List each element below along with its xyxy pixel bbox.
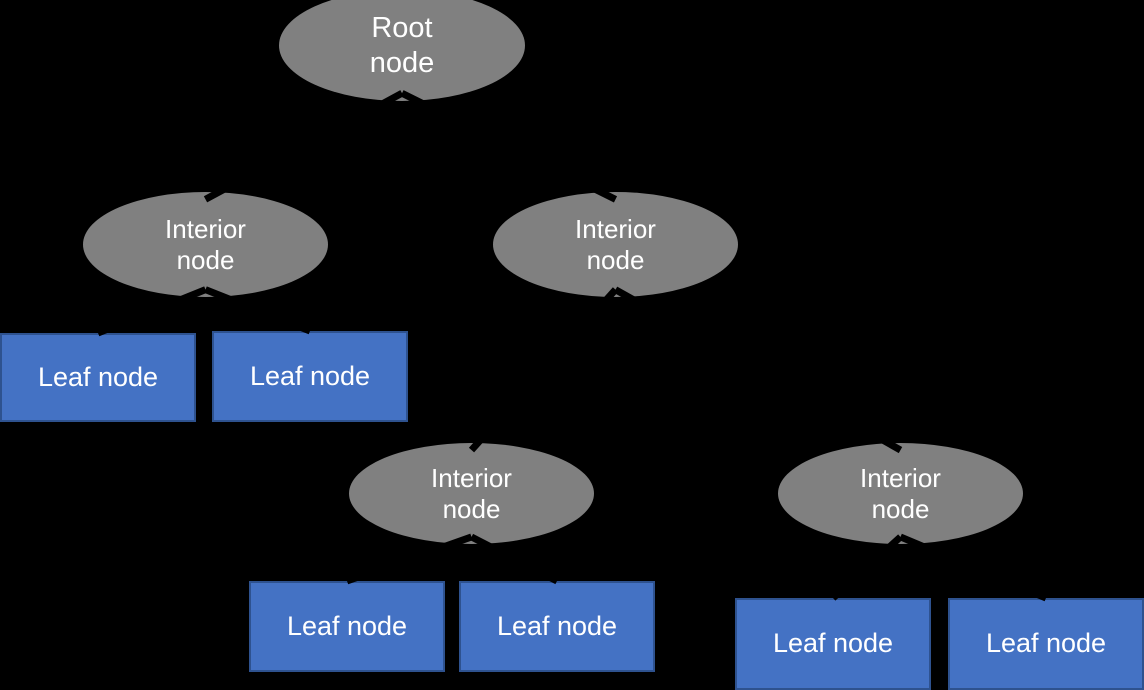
node-label: Interior node <box>165 213 246 275</box>
connector-edge-root-interior2 <box>400 90 618 203</box>
node-label: Leaf node <box>496 610 618 641</box>
node-label: Interior node <box>860 462 941 524</box>
node-interior-node-2[interactable]: Interior node <box>493 192 738 297</box>
node-label: Leaf node <box>249 360 371 391</box>
node-label: Leaf node <box>985 628 1107 659</box>
node-label: Leaf node <box>286 610 408 641</box>
node-leaf-node-6[interactable]: Leaf node <box>948 598 1144 690</box>
node-label: Interior node <box>575 213 656 275</box>
connector-edge-root-interior1 <box>203 90 404 203</box>
node-root-node[interactable]: Root node <box>279 0 525 101</box>
node-label: Leaf node <box>772 628 894 659</box>
node-leaf-node-1[interactable]: Leaf node <box>0 333 196 422</box>
node-leaf-node-5[interactable]: Leaf node <box>735 598 931 690</box>
connector-edge-interior4-leaf5 <box>830 534 903 601</box>
connector-edge-interior4-leaf6 <box>899 533 1048 602</box>
node-interior-node-3[interactable]: Interior node <box>349 443 594 544</box>
connector-edge-interior2-interior4 <box>613 286 903 454</box>
node-interior-node-1[interactable]: Interior node <box>83 192 328 297</box>
node-label: Root node <box>369 12 435 79</box>
node-label: Leaf node <box>37 361 159 392</box>
node-leaf-node-2[interactable]: Leaf node <box>212 331 408 422</box>
node-leaf-node-3[interactable]: Leaf node <box>249 581 445 672</box>
node-interior-node-4[interactable]: Interior node <box>778 443 1023 544</box>
node-leaf-node-4[interactable]: Leaf node <box>459 581 655 672</box>
connector-edge-interior2-interior3 <box>468 287 619 453</box>
node-label: Interior node <box>431 462 512 524</box>
connector-edge-interior3-leaf3 <box>345 533 473 585</box>
